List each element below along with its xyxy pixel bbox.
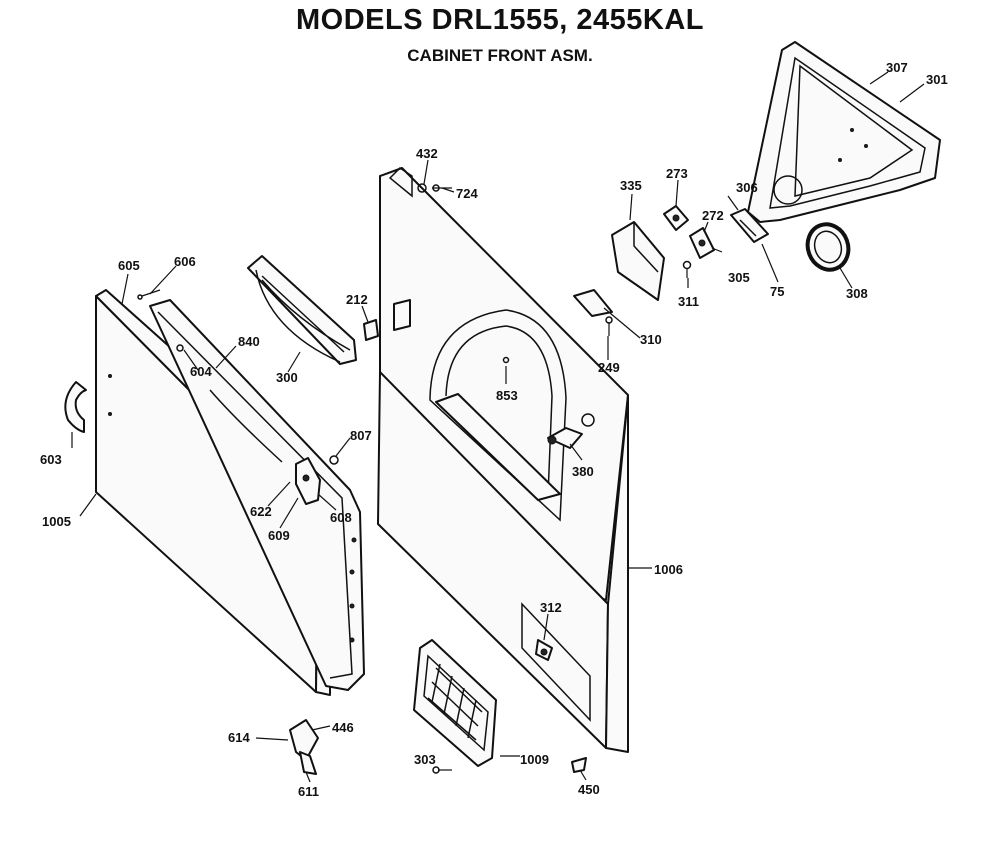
label-273: 273 — [666, 166, 688, 181]
label-622: 622 — [250, 504, 272, 519]
screw-606 — [137, 289, 161, 300]
label-446: 446 — [332, 720, 354, 735]
label-450: 450 — [578, 782, 600, 797]
label-249: 249 — [598, 360, 620, 375]
label-606: 606 — [174, 254, 196, 269]
label-308: 308 — [846, 286, 868, 301]
label-1009: 1009 — [520, 752, 549, 767]
drum-ring-308 — [805, 222, 851, 272]
label-305: 305 — [728, 270, 750, 285]
label-312: 312 — [540, 600, 562, 615]
label-608: 608 — [330, 510, 352, 525]
bracket-310 — [573, 289, 613, 317]
label-432: 432 — [416, 146, 438, 161]
duct-cover-335 — [611, 221, 665, 301]
bearing-bracket-306 — [730, 208, 769, 243]
label-272: 272 — [702, 208, 724, 223]
label-1005: 1005 — [42, 514, 71, 529]
label-609: 609 — [268, 528, 290, 543]
bracket-273 — [663, 205, 689, 231]
door-handle-603 — [64, 381, 87, 433]
bracket-272 — [689, 227, 715, 259]
screw-604 — [176, 344, 184, 352]
label-306: 306 — [736, 180, 758, 195]
label-335: 335 — [620, 178, 642, 193]
front-panel-1006 — [377, 167, 629, 753]
part-labels: 432 724 335 273 272 306 305 311 307 301 … — [40, 60, 948, 799]
label-307: 307 — [886, 60, 908, 75]
clip-212 — [363, 319, 379, 341]
screw-807 — [329, 455, 339, 465]
diagram-title: MODELS DRL1555, 2455KAL — [296, 4, 704, 36]
label-807: 807 — [350, 428, 372, 443]
label-311: 311 — [678, 294, 699, 309]
lint-housing-300 — [247, 255, 357, 365]
label-605: 605 — [118, 258, 140, 273]
clip-312 — [535, 639, 553, 661]
label-1006: 1006 — [654, 562, 683, 577]
screw-853 — [502, 356, 510, 364]
label-75: 75 — [770, 284, 784, 299]
diagram-subtitle: CABINET FRONT ASM. — [407, 46, 593, 65]
label-853: 853 — [496, 388, 518, 403]
label-303: 303 — [414, 752, 436, 767]
label-840: 840 — [238, 334, 260, 349]
label-603: 603 — [40, 452, 62, 467]
label-604: 604 — [190, 364, 212, 379]
screw-303 — [432, 766, 452, 774]
label-300: 300 — [276, 370, 298, 385]
door-1005 — [95, 289, 365, 696]
screw-249 — [605, 316, 613, 336]
switch-380 — [547, 427, 583, 449]
label-380: 380 — [572, 464, 594, 479]
leader-lines — [71, 71, 925, 783]
label-310: 310 — [640, 332, 662, 347]
door-strike-609 — [295, 457, 321, 505]
hinge-446 — [289, 719, 319, 775]
label-212: 212 — [346, 292, 368, 307]
rear-bulkhead-307 — [747, 41, 941, 223]
screw-450 — [571, 757, 587, 773]
toe-grille-1009 — [413, 639, 497, 767]
label-614: 614 — [228, 730, 250, 745]
screw-311 — [682, 260, 692, 278]
label-301: 301 — [926, 72, 948, 87]
label-724: 724 — [456, 186, 478, 201]
label-611: 611 — [298, 784, 319, 799]
